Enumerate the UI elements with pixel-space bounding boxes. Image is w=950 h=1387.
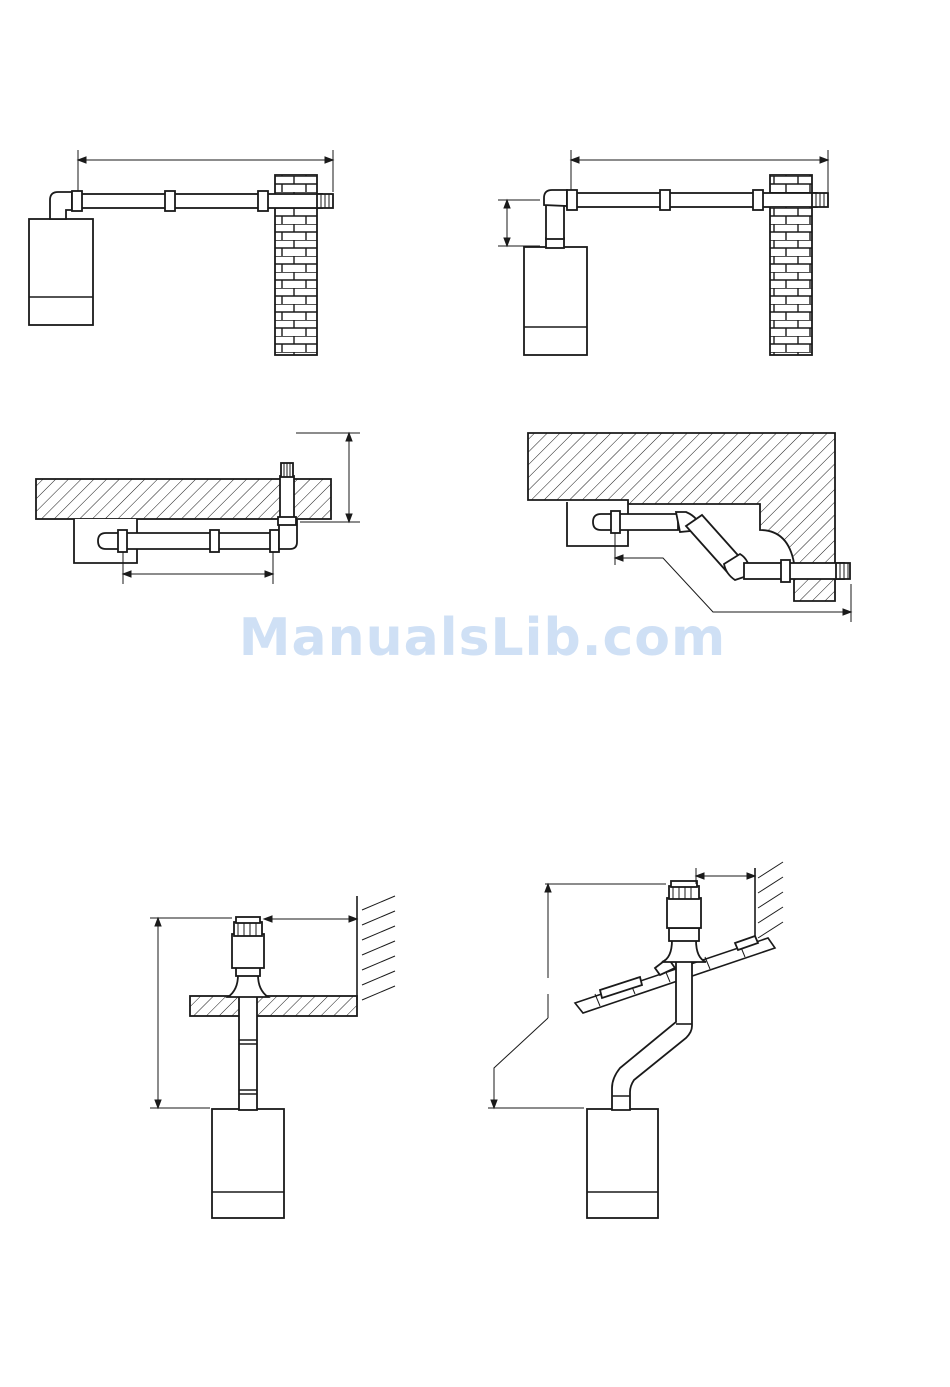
boiler [212,1109,284,1218]
figure-vertical-flue-flat-roof [150,896,395,1218]
figure-flue-through-ceiling-overhang [36,433,360,584]
figure-vertical-flue-pitched-roof-with-offset [488,862,783,1218]
figure-horizontal-flue-with-vertical-extension [498,150,828,355]
boiler [29,219,93,325]
boiler [524,247,587,355]
figure-flue-with-offset-bends-under-soffit [528,433,851,622]
boiler [587,1109,658,1218]
figure-horizontal-flue-rear-outlet [29,150,333,355]
